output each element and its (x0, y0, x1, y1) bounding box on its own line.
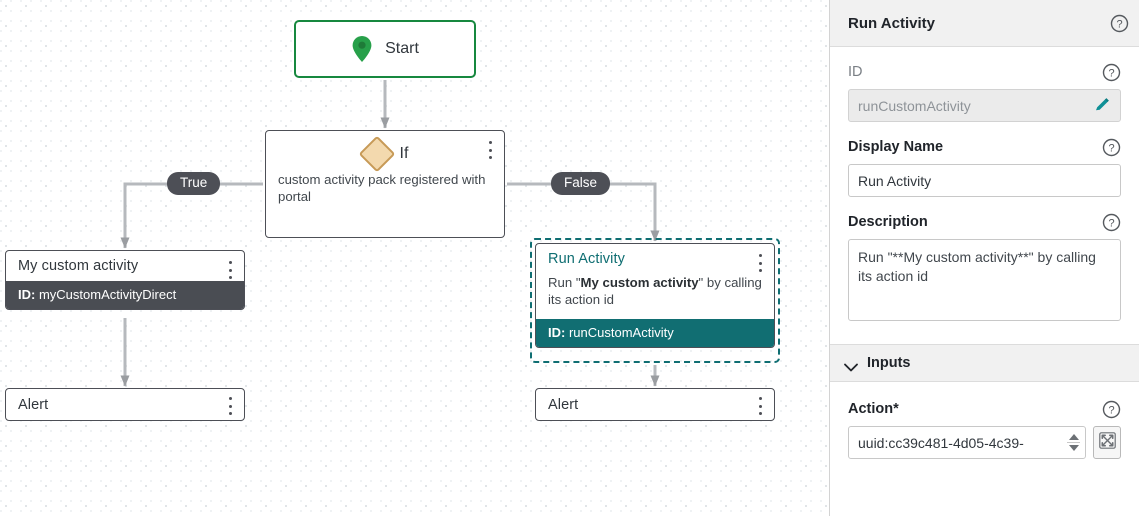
node-run-activity-id: ID: runCustomActivity (536, 318, 774, 347)
spinner-updown-icon[interactable] (1067, 430, 1080, 455)
field-action-label-text: Action (848, 401, 894, 417)
node-run-activity-title: Run Activity (548, 251, 625, 267)
node-run-activity-body-post: " by calling its action id (548, 275, 762, 308)
action-input-box[interactable] (848, 426, 1086, 459)
svg-text:?: ? (1108, 404, 1114, 416)
id-key-label: ID: (548, 324, 566, 340)
id-key-label: ID: (18, 287, 36, 302)
node-start-label: Start (385, 40, 419, 57)
field-id: ID ? (830, 61, 1139, 122)
node-my-custom-activity-id: ID: myCustomActivityDirect (6, 281, 244, 309)
map-pin-icon (351, 35, 373, 63)
svg-text:?: ? (1108, 142, 1114, 154)
diamond-icon (358, 135, 395, 173)
node-run-activity[interactable]: Run Activity Run "My custom activity" by… (535, 243, 775, 348)
node-alert-right-header: Alert (536, 389, 774, 420)
id-value-label: myCustomActivityDirect (38, 287, 177, 302)
node-run-activity-body: Run "My custom activity" by calling its … (536, 274, 774, 319)
panel-header: Run Activity ? (830, 0, 1139, 47)
spinner-down-icon[interactable] (1068, 445, 1079, 451)
node-alert-right[interactable]: Alert (535, 388, 775, 421)
kebab-menu-icon[interactable] (224, 259, 236, 281)
action-input-group (848, 426, 1121, 459)
branch-label-true: True (167, 172, 221, 196)
field-action-label: Action* (848, 401, 899, 417)
help-circle-icon[interactable]: ? (1110, 14, 1129, 33)
required-asterisk: * (893, 401, 899, 417)
kebab-menu-icon[interactable] (224, 395, 236, 417)
field-id-head: ID ? (848, 61, 1121, 83)
field-id-input-wrap (848, 89, 1121, 122)
panel-title: Run Activity (848, 14, 935, 32)
field-description-head: Description ? (848, 211, 1121, 233)
node-if-header: If (266, 131, 504, 173)
field-description-label: Description (848, 214, 928, 230)
branch-label-false: False (551, 172, 611, 196)
node-if[interactable]: If custom activity pack registered with … (265, 130, 505, 238)
chevron-down-icon[interactable] (844, 359, 858, 371)
field-action: Action* ? (830, 398, 1139, 459)
workflow-canvas[interactable]: Start If custom activity pack registered… (0, 0, 829, 516)
spinner-up-icon[interactable] (1068, 434, 1079, 440)
node-start[interactable]: Start (294, 20, 476, 78)
id-input (848, 89, 1121, 122)
kebab-menu-icon[interactable] (484, 139, 496, 161)
svg-text:?: ? (1116, 18, 1122, 30)
field-display-name: Display Name ? (830, 136, 1139, 197)
description-textarea[interactable]: Run "**My custom activity**" by calling … (848, 239, 1121, 321)
action-input[interactable] (849, 427, 1085, 458)
node-alert-left[interactable]: Alert (5, 388, 245, 421)
node-if-title: If (399, 145, 409, 162)
kebab-menu-icon[interactable] (754, 395, 766, 417)
help-circle-icon[interactable]: ? (1102, 138, 1121, 157)
help-circle-icon[interactable]: ? (1102, 213, 1121, 232)
field-id-label: ID (848, 64, 863, 80)
svg-text:?: ? (1108, 67, 1114, 79)
node-if-body: custom activity pack registered with por… (278, 172, 486, 205)
display-name-input[interactable] (848, 164, 1121, 197)
pencil-icon[interactable] (1094, 96, 1111, 118)
node-my-custom-activity[interactable]: My custom activity ID: myCustomActivityD… (5, 250, 245, 310)
node-run-activity-body-bold: My custom activity (580, 275, 699, 290)
expand-arrows-icon (1098, 431, 1116, 454)
node-run-activity-header: Run Activity (536, 244, 774, 274)
svg-text:?: ? (1108, 217, 1114, 229)
node-alert-right-title: Alert (548, 396, 579, 413)
node-run-activity-body-pre: Run " (548, 275, 581, 290)
field-display-name-label: Display Name (848, 139, 944, 155)
field-action-head: Action* ? (848, 398, 1121, 420)
spinner-divider (1067, 442, 1080, 443)
node-alert-left-title: Alert (18, 396, 49, 413)
properties-panel: Run Activity ? ID ? (829, 0, 1139, 516)
field-description: Description ? Run "**My custom activity*… (830, 211, 1139, 326)
action-picker-button[interactable] (1093, 426, 1121, 459)
field-display-name-head: Display Name ? (848, 136, 1121, 158)
kebab-menu-icon[interactable] (754, 252, 766, 274)
section-inputs[interactable]: Inputs (830, 344, 1139, 382)
help-circle-icon[interactable]: ? (1102, 63, 1121, 82)
help-circle-icon[interactable]: ? (1102, 400, 1121, 419)
id-value-label: runCustomActivity (568, 324, 674, 340)
section-inputs-label: Inputs (867, 355, 911, 371)
node-alert-left-header: Alert (6, 389, 244, 420)
node-my-custom-activity-title: My custom activity (18, 258, 139, 274)
node-my-custom-activity-header: My custom activity (6, 251, 244, 281)
